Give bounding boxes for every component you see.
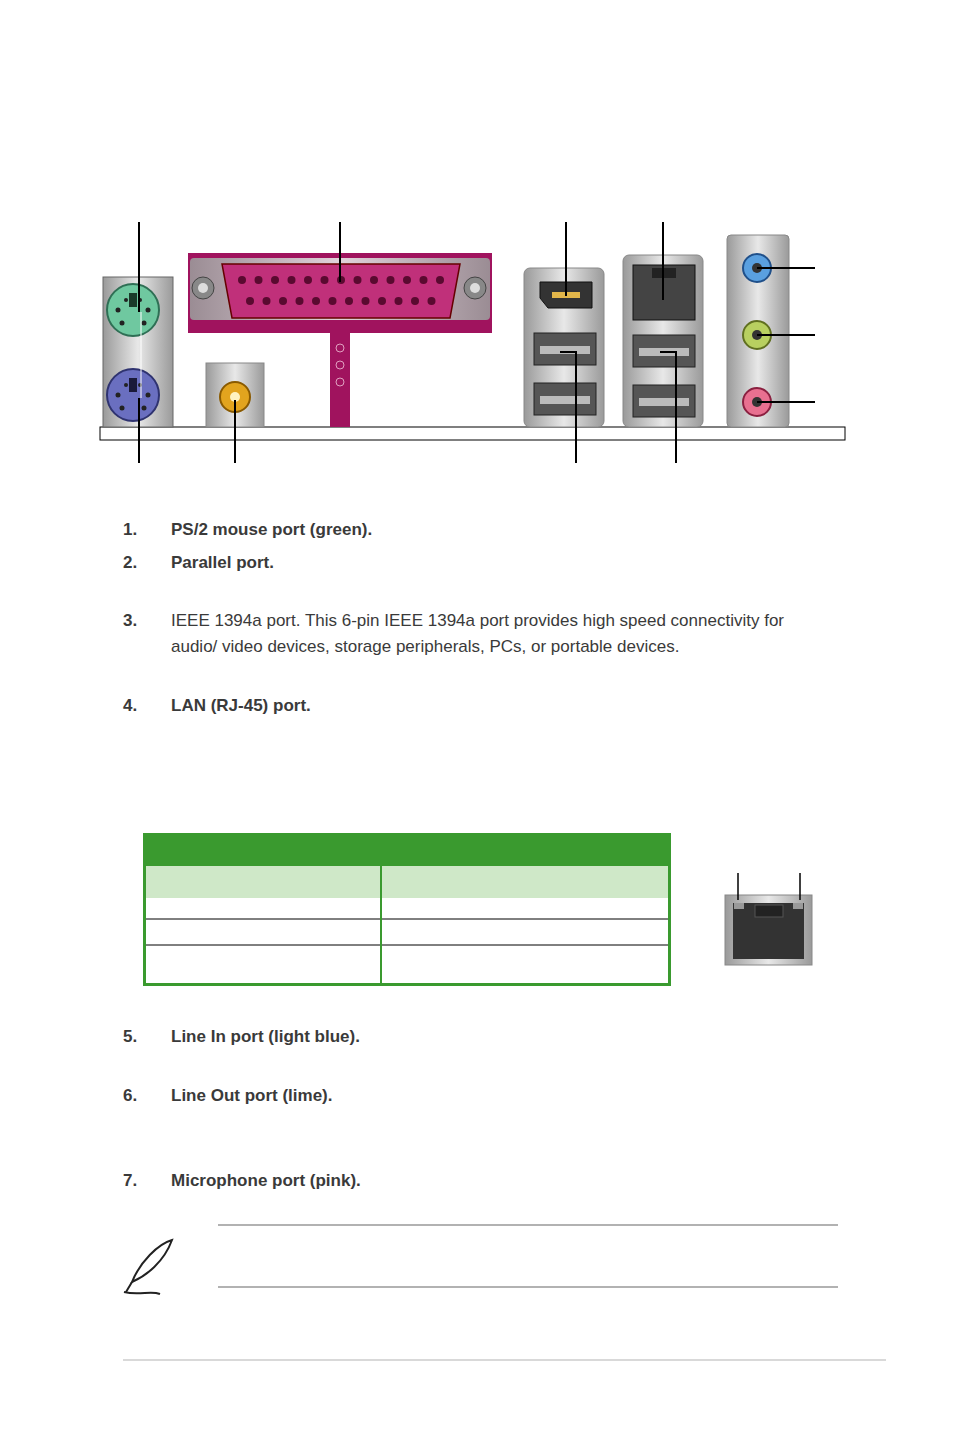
- item-number: 5.: [123, 1024, 163, 1050]
- note-box: [124, 1225, 838, 1294]
- leader-lines: [139, 222, 815, 463]
- panel-base: [100, 427, 845, 440]
- led-table: [143, 833, 671, 985]
- item-text: PS/2 mouse port (green).: [171, 517, 811, 543]
- item-text: Microphone port (pink).: [171, 1168, 811, 1194]
- item-text: Parallel port.: [171, 550, 811, 576]
- item-number: 7.: [123, 1168, 163, 1194]
- item-number: 1.: [123, 517, 163, 543]
- item-text: Line Out port (lime).: [171, 1083, 811, 1109]
- leader-highlights: [141, 312, 142, 398]
- item-text: IEEE 1394a port. This 6-pin IEEE 1394a p…: [171, 608, 821, 660]
- lan-led-icon: [725, 873, 812, 965]
- item-number: 2.: [123, 550, 163, 576]
- item-number: 4.: [123, 693, 163, 719]
- item-number: 6.: [123, 1083, 163, 1109]
- item-text: LAN (RJ-45) port.: [171, 693, 811, 719]
- ieee1394-usb-block: [524, 268, 604, 427]
- footer-rule: [123, 1359, 886, 1361]
- item-number: 3.: [123, 608, 163, 634]
- audio-jacks: [727, 235, 789, 427]
- item-text: Line In port (light blue).: [171, 1024, 811, 1050]
